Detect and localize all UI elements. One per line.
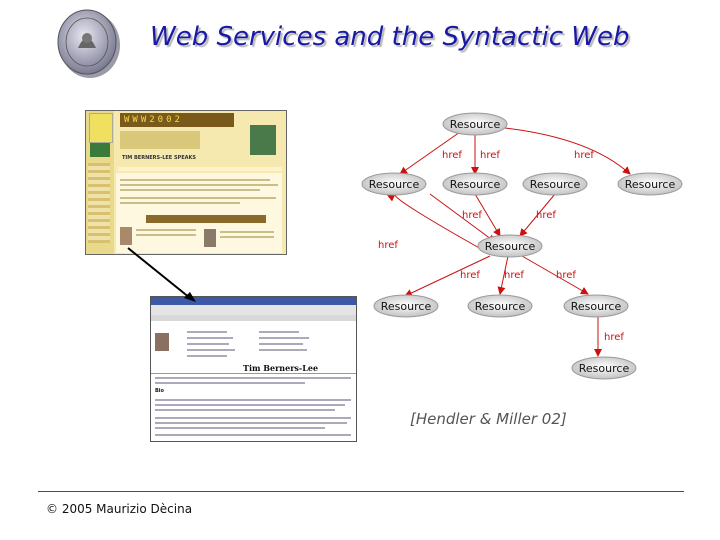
bio-heading: Bio [155,388,164,394]
href-label: href [460,270,480,281]
resource-node: Resource [361,172,427,196]
resource-node: Resource [477,234,543,258]
href-label: href [480,150,500,161]
slide-title: Web Services and the Syntactic Web [150,22,630,52]
href-label: href [378,240,398,251]
svg-text:Resource: Resource [450,118,501,131]
href-label: href [504,270,524,281]
href-label: href [604,332,624,343]
university-seal-logo [57,9,120,78]
href-label: href [536,210,556,221]
href-label: href [442,150,462,161]
berners-lee-page-screenshot: Tim Berners-Lee Bio [150,296,357,442]
copyright-footer: © 2005 Maurizio Dècina [46,502,193,516]
svg-text:Resource: Resource [369,178,420,191]
href-label: href [462,210,482,221]
svg-text:Resource: Resource [530,178,581,191]
href-label: href [556,270,576,281]
person-name-heading: Tim Berners-Lee [243,363,319,373]
resource-node: Resource [522,172,588,196]
resource-node: Resource [442,172,508,196]
href-label: href [574,150,594,161]
svg-text:Resource: Resource [579,362,630,375]
svg-text:Resource: Resource [381,300,432,313]
svg-text:Resource: Resource [450,178,501,191]
www2002-banner: WWW2002 [120,113,234,127]
www2002-section-heading: TIM BERNERS-LEE SPEAKS [122,155,196,161]
www2002-page-screenshot: WWW2002 TIM BERNERS-LEE SPEAKS [85,110,287,255]
svg-text:Resource: Resource [625,178,676,191]
citation: [Hendler & Miller 02] [410,410,567,428]
resource-node: Resource [563,294,629,318]
resource-node: Resource [467,294,533,318]
resource-link-graph: href href href href href href href href … [361,112,683,380]
resource-node: Resource [442,112,508,136]
svg-text:Resource: Resource [571,300,622,313]
resource-node: Resource [617,172,683,196]
svg-text:Resource: Resource [485,240,536,253]
resource-node: Resource [571,356,637,380]
svg-text:Resource: Resource [475,300,526,313]
footer-divider [38,491,684,492]
resource-node: Resource [373,294,439,318]
